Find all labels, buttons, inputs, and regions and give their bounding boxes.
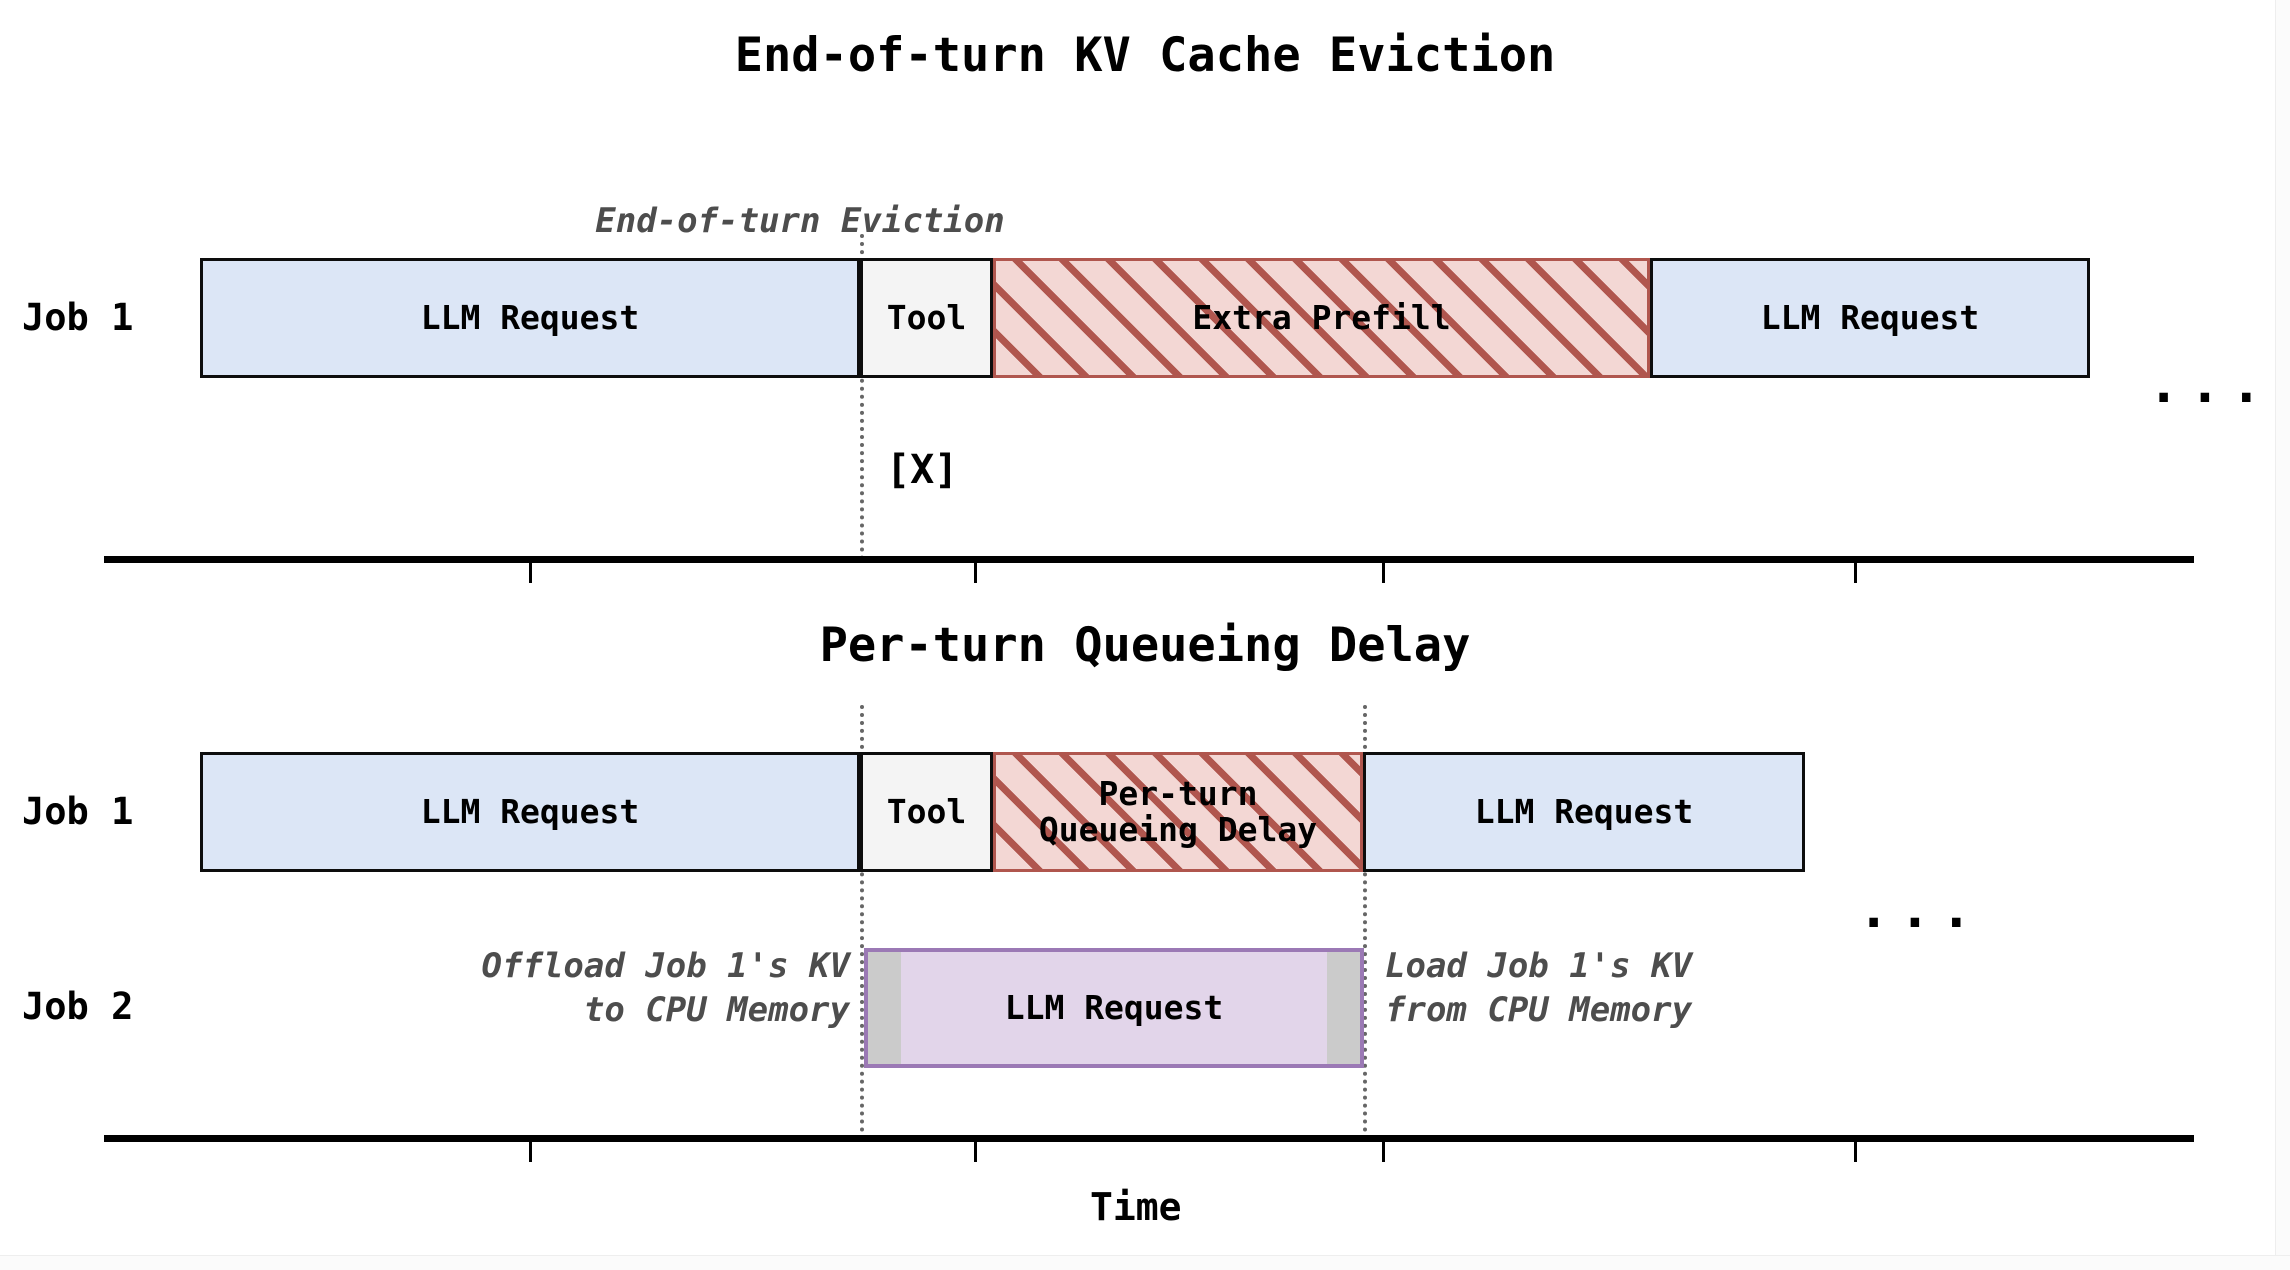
axis-tick-top-2	[974, 563, 977, 583]
axis-tick-top-3	[1382, 563, 1385, 583]
segment-label: Tool	[886, 298, 967, 338]
eviction-vline	[860, 234, 864, 560]
axis-tick-top-4	[1854, 563, 1857, 583]
segment-llm-request-2-top[interactable]: LLM Request	[1650, 258, 2090, 378]
row-label-job1-bottom: Job 1	[22, 790, 134, 833]
offload-vline	[860, 705, 864, 1140]
axis-tick-bottom-4	[1854, 1142, 1857, 1162]
segment-label: LLM Request	[1760, 298, 1980, 338]
segment-label: LLM Request	[1474, 792, 1694, 832]
segment-llm-request-1-top[interactable]: LLM Request	[200, 258, 860, 378]
axis-line-top	[104, 556, 2194, 563]
page-edge-right	[2275, 0, 2290, 1270]
segment-llm-request-job2[interactable]: LLM Request	[864, 948, 1364, 1068]
row-label-job1-top: Job 1	[22, 296, 134, 339]
panel-title-bottom: Per-turn Queueing Delay	[819, 618, 1471, 673]
segment-llm-request-1-bottom[interactable]: LLM Request	[200, 752, 860, 872]
segment-tool-top[interactable]: Tool	[860, 258, 993, 378]
segment-label: Extra Prefill	[1192, 298, 1451, 338]
axis-tick-bottom-2	[974, 1142, 977, 1162]
axis-line-bottom	[104, 1135, 2194, 1142]
offload-note: Offload Job 1's KV to CPU Memory	[481, 946, 850, 1030]
ellipsis-bottom: ...	[1858, 880, 1982, 940]
row-label-job2: Job 2	[22, 985, 134, 1028]
axis-tick-top-1	[529, 563, 532, 583]
segment-llm-request-2-bottom[interactable]: LLM Request	[1363, 752, 1805, 872]
panel-title-top: End-of-turn KV Cache Eviction	[734, 28, 1556, 83]
axis-tick-bottom-1	[529, 1142, 532, 1162]
load-note: Load Job 1's KV from CPU Memory	[1385, 946, 1693, 1030]
segment-label: Per-turn Queueing Delay	[1038, 774, 1318, 849]
segment-extra-prefill[interactable]: Extra Prefill	[993, 258, 1650, 378]
load-vline	[1363, 705, 1367, 1140]
axis-tick-bottom-3	[1382, 1142, 1385, 1162]
segment-label: LLM Request	[1004, 988, 1224, 1028]
axis-title-time: Time	[1090, 1185, 1182, 1229]
segment-per-turn-queueing-delay[interactable]: Per-turn Queueing Delay	[993, 752, 1363, 872]
eviction-x-marker: [X]	[886, 447, 959, 493]
ellipsis-top: ...	[2148, 355, 2272, 415]
page-edge-bottom	[0, 1255, 2290, 1270]
load-kv-cap	[1327, 952, 1360, 1064]
end-of-turn-eviction-annotation: End-of-turn Eviction	[595, 201, 1005, 241]
segment-label: Tool	[886, 792, 967, 832]
segment-label: LLM Request	[420, 298, 640, 338]
segment-label: LLM Request	[420, 792, 640, 832]
segment-tool-bottom[interactable]: Tool	[860, 752, 993, 872]
offload-kv-cap	[868, 952, 901, 1064]
